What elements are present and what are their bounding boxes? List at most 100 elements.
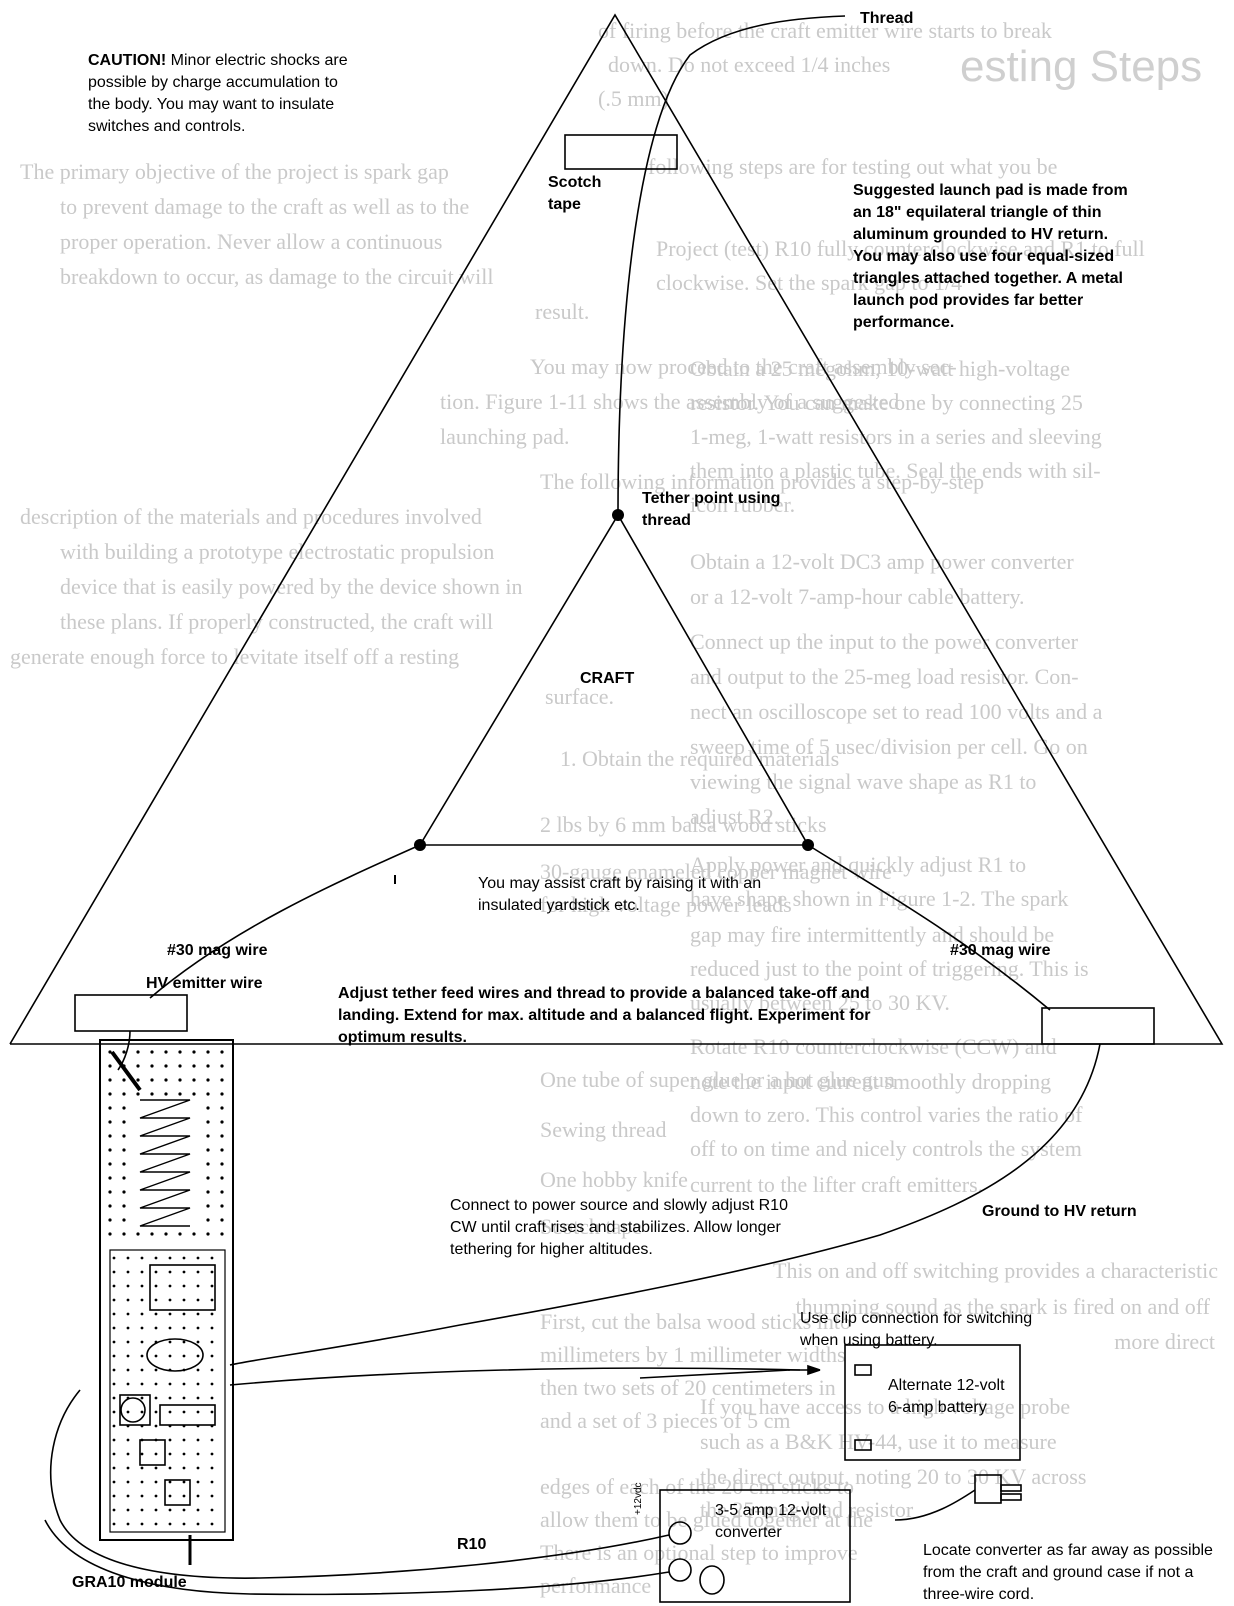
perfboard-dot	[108, 1218, 112, 1222]
perfboard-dot	[210, 1508, 214, 1512]
background-text-line: If you have access to a high voltage pro…	[700, 1394, 1071, 1419]
perfboard-dot	[182, 1438, 186, 1442]
perfboard-dot	[196, 1284, 200, 1288]
perfboard-dot	[136, 1050, 140, 1054]
gra10-label: GRA10 module	[72, 1574, 187, 1591]
perfboard-dot	[196, 1438, 200, 1442]
background-text-line: Rotate R10 counterclockwise (CCW) and	[690, 1034, 1057, 1059]
perfboard-dot	[164, 1078, 168, 1082]
clip-icon	[788, 1364, 821, 1376]
background-text-line: down. Do not exceed 1/4 inches	[608, 52, 891, 77]
gra10-board	[99, 1039, 234, 1541]
perfboard-dot	[140, 1340, 144, 1344]
background-text-line: usually between 25 to 30 KV.	[690, 990, 950, 1015]
perfboard-dot	[196, 1410, 200, 1414]
perfboard-dot	[192, 1064, 196, 1068]
perfboard-dot	[196, 1522, 200, 1526]
perfboard-dot	[206, 1106, 210, 1110]
perfboard-dot	[154, 1480, 158, 1484]
perfboard-dot	[154, 1326, 158, 1330]
perfboard-dot	[206, 1120, 210, 1124]
thread-line	[617, 15, 846, 516]
background-text-line: these plans. If properly constructed, th…	[60, 609, 494, 634]
perfboard-dot	[154, 1284, 158, 1288]
perfboard-dot	[122, 1218, 126, 1222]
background-text-line: Apply power and quickly adjust R1 to	[690, 852, 1027, 877]
launch-pad-triangle	[9, 13, 1224, 1045]
perfboard-dot	[220, 1050, 224, 1054]
assist-note: You may assist craft by raising it with …	[478, 875, 762, 914]
perfboard-dot	[112, 1340, 116, 1344]
perfboard-dot	[182, 1354, 186, 1358]
ground-tape	[1041, 1007, 1155, 1045]
perfboard-dot	[164, 1064, 168, 1068]
perfboard-dot	[108, 1148, 112, 1152]
perfboard-dots	[108, 1050, 224, 1526]
perfboard-dot	[108, 1092, 112, 1096]
perfboard-dot	[220, 1134, 224, 1138]
perfboard-dot	[182, 1480, 186, 1484]
background-text-line: reduced just to the point of triggering.…	[690, 956, 1089, 981]
perfboard-dot	[178, 1064, 182, 1068]
perfboard-dot	[154, 1270, 158, 1274]
perfboard-dot	[210, 1354, 214, 1358]
perfboard-dot	[154, 1438, 158, 1442]
background-text-line: 30-gauge enameled copper magnet wire	[540, 859, 892, 884]
perfboard-dot	[168, 1480, 172, 1484]
perfboard-dot	[126, 1508, 130, 1512]
perfboard-dot	[168, 1466, 172, 1470]
background-text-line: icon rubber.	[690, 492, 796, 517]
perfboard-dot	[182, 1270, 186, 1274]
hv-emitter-tape	[74, 994, 188, 1032]
perfboard-dot	[112, 1494, 116, 1498]
perfboard-dot	[154, 1396, 158, 1400]
craft-right-dot	[802, 839, 814, 851]
perfboard-dot	[178, 1232, 182, 1236]
perfboard-dot	[154, 1494, 158, 1498]
perfboard-dot	[168, 1424, 172, 1428]
background-text-line: Connect up the input to the power conver…	[690, 629, 1078, 654]
ground-return-label: Ground to HV return	[982, 1203, 1137, 1220]
perfboard-dot	[136, 1078, 140, 1082]
perfboard-dot	[126, 1452, 130, 1456]
caution-text: Minor electric shocks are possible by ch…	[88, 52, 348, 135]
background-text-line: current to the lifter craft emitters.	[690, 1172, 984, 1197]
perfboard-dot	[168, 1284, 172, 1288]
background-text-line: more direct	[1114, 1329, 1215, 1354]
perfboard-dot	[182, 1494, 186, 1498]
connect-note: Connect to power source and slowly adjus…	[450, 1197, 788, 1258]
perfboard-dot	[182, 1284, 186, 1288]
perfboard-dot	[210, 1466, 214, 1470]
perfboard-dot	[210, 1368, 214, 1372]
perfboard-dot	[192, 1232, 196, 1236]
perfboard-dot	[122, 1050, 126, 1054]
plus12-label: +12vdc	[633, 1482, 644, 1515]
perfboard-dot	[122, 1106, 126, 1110]
background-text-line: gap may fire intermittently and should b…	[690, 922, 1055, 947]
perfboard-dot	[182, 1466, 186, 1470]
caution-note: CAUTION! Minor electric shocks are possi…	[88, 50, 348, 138]
craft-triangle	[419, 513, 810, 846]
perfboard-dot	[150, 1232, 154, 1236]
perfboard-dot	[112, 1368, 116, 1372]
perfboard-dot	[108, 1106, 112, 1110]
perfboard-dot	[196, 1340, 200, 1344]
hv-emitter-label: HV emitter wire	[146, 975, 263, 992]
perfboard-dot	[168, 1508, 172, 1512]
perfboard-dot	[140, 1508, 144, 1512]
perfboard-dot	[112, 1466, 116, 1470]
perfboard-dot	[140, 1354, 144, 1358]
mag-wire-left	[149, 844, 421, 999]
perfboard-dot	[112, 1312, 116, 1316]
battery-box	[844, 1344, 1021, 1461]
perfboard-dot	[206, 1232, 210, 1236]
perfboard-dot	[150, 1050, 154, 1054]
background-text-line: (.5 mm)	[598, 86, 669, 111]
perfboard-dot	[210, 1312, 214, 1316]
perfboard-dot	[140, 1382, 144, 1386]
background-text-line: resistor. You can make one by connecting…	[690, 390, 1083, 415]
perfboard-dot	[182, 1340, 186, 1344]
background-text-line: surface.	[545, 684, 615, 709]
perfboard-dot	[108, 1134, 112, 1138]
battery-wire	[229, 1367, 801, 1386]
